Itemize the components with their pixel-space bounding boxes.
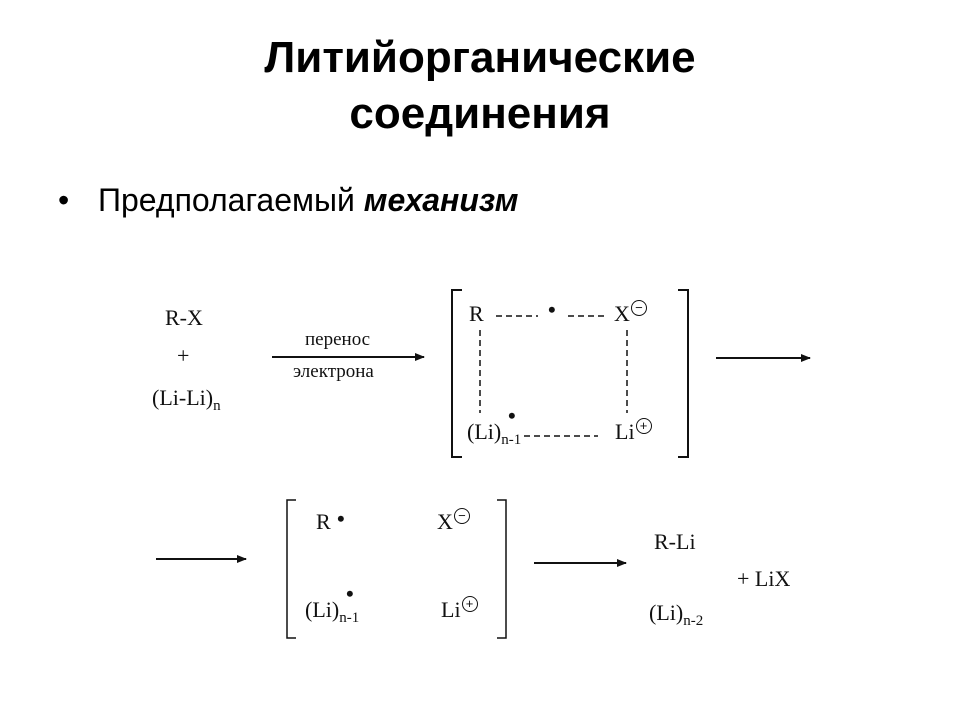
product-li-cluster-formula: (Li) xyxy=(649,600,684,625)
complex1-radical-dot: • xyxy=(548,297,556,322)
reactant-lithium: (Li-Li)n xyxy=(152,385,221,414)
reactant-lithium-formula: (Li-Li) xyxy=(152,385,214,410)
arrow-label-bottom: электрона xyxy=(293,361,374,382)
minus-charge-icon: − xyxy=(453,508,470,524)
complex1-li-radical-dot: • xyxy=(508,403,516,428)
complex1-x-symbol: X xyxy=(614,301,630,326)
complex1-li-cluster-formula: (Li) xyxy=(467,419,502,444)
complex2-x-symbol: X xyxy=(437,509,453,534)
complex2-li: Li+ xyxy=(441,596,478,622)
complex2-radical-dot: • xyxy=(337,506,345,531)
complex1-x: X− xyxy=(614,300,647,326)
title-line-2: соединения xyxy=(349,89,611,138)
arrow-label-top: перенос xyxy=(305,329,371,350)
bracket-2-left xyxy=(286,499,296,639)
reactant-lithium-sub: n xyxy=(213,398,221,414)
reactant-rx: R-X xyxy=(165,305,203,330)
complex2-li-cluster-formula: (Li) xyxy=(305,597,340,622)
title-line-1: Литийорганические xyxy=(264,33,696,82)
product-li-cluster: (Li)n-2 xyxy=(649,600,703,629)
complex2-li-cluster: (Li)n-1 xyxy=(305,597,359,626)
complex2-li-symbol: Li xyxy=(441,597,461,622)
reactant-plus: + xyxy=(177,343,190,368)
product-rli: R-Li xyxy=(654,529,696,554)
complex1-li-symbol: Li xyxy=(615,419,635,444)
complex1-li-cluster-sub: n-1 xyxy=(501,432,522,448)
bullet-item: • Предполагаемый механизм xyxy=(58,178,518,222)
bracket-2-right xyxy=(497,499,507,639)
slide-title: Литийорганические соединения xyxy=(0,30,960,142)
complex1-r: R xyxy=(469,301,484,326)
bracket-1-right xyxy=(678,289,689,458)
complex2-x: X− xyxy=(437,508,470,534)
complex2-r: R xyxy=(316,509,331,534)
bullet-emphasis: механизм xyxy=(363,182,519,218)
bullet-icon: • xyxy=(58,182,70,218)
product-lix: + LiX xyxy=(737,566,791,591)
complex2-li-cluster-sub: n-1 xyxy=(339,610,360,626)
plus-charge-icon: + xyxy=(461,596,478,612)
complex1-li-cluster: (Li)n-1 xyxy=(467,419,521,448)
product-li-cluster-sub: n-2 xyxy=(683,613,704,629)
bullet-text: Предполагаемый xyxy=(98,182,364,218)
plus-charge-icon: + xyxy=(635,418,652,434)
complex1-li: Li+ xyxy=(615,418,652,444)
complex2-li-radical-dot: • xyxy=(346,581,354,606)
bracket-1-left xyxy=(451,289,462,458)
minus-charge-icon: − xyxy=(630,300,647,316)
